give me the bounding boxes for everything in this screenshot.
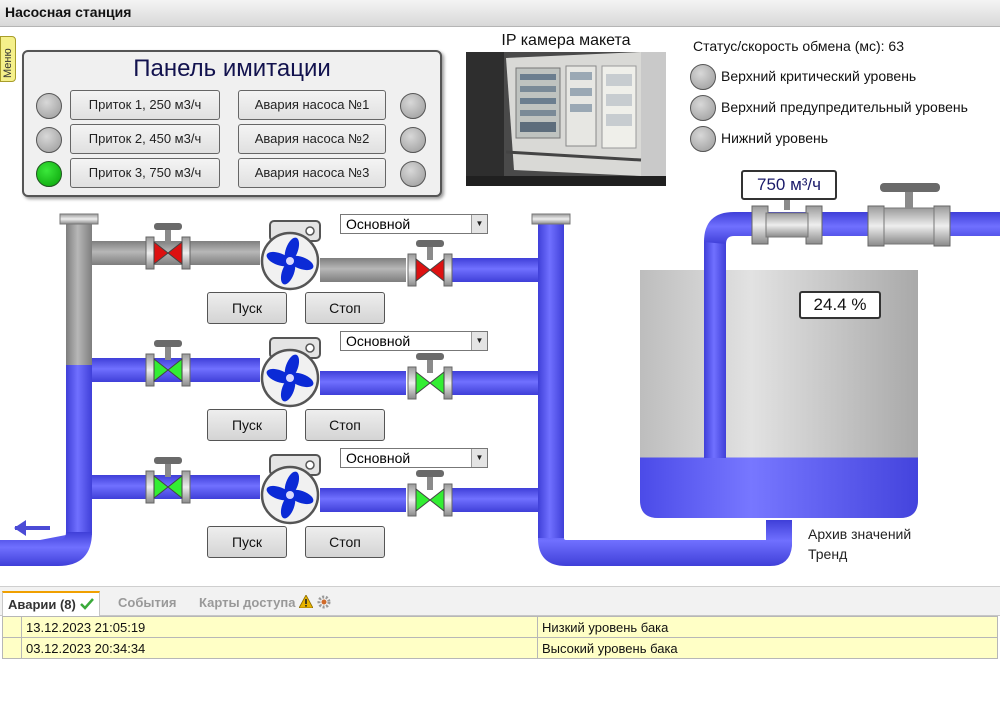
pump-impeller-icon	[266, 354, 314, 402]
alarm-time: 13.12.2023 21:05:19	[21, 616, 538, 638]
row-marker	[2, 616, 22, 638]
alarms-table: 13.12.2023 21:05:19 Низкий уровень бака …	[2, 616, 998, 659]
window-title: Насосная станция	[5, 4, 132, 20]
tab-access-cards[interactable]: Карты доступа	[194, 591, 336, 616]
flow-meter-value: 750 м³/ч	[741, 170, 837, 200]
camera-image	[466, 52, 666, 186]
exchange-status: Статус/скорость обмена (мс): 63	[693, 38, 904, 54]
pump-1-inlet-valve[interactable]	[145, 223, 191, 270]
tab-events[interactable]: События	[113, 591, 181, 616]
alarm-message: Высокий уровень бака	[537, 637, 998, 659]
upper-warning-level-label: Верхний предупредительный уровень	[721, 99, 968, 115]
inflow-2-indicator	[36, 127, 62, 153]
lower-level-indicator	[690, 126, 716, 152]
table-row[interactable]: 13.12.2023 21:05:19 Низкий уровень бака	[2, 616, 998, 638]
pump-3[interactable]	[260, 454, 321, 525]
pump-3-mode-value: Основной	[346, 450, 411, 466]
pump-2[interactable]	[260, 337, 321, 408]
pump-1-stop-button[interactable]: Стоп	[305, 292, 385, 324]
inflow-3-indicator	[36, 161, 62, 187]
tank-level-value: 24.4 %	[799, 291, 881, 319]
pump-2-stop-button[interactable]: Стоп	[305, 409, 385, 441]
menu-tab[interactable]: Меню	[0, 36, 16, 82]
flow-direction-arrow-icon	[14, 520, 26, 536]
camera-title: IP камера макета	[501, 32, 631, 49]
checkmark-icon	[79, 598, 94, 610]
tab-alarms-label: Аварии (8)	[8, 597, 76, 612]
inflow-3-button[interactable]: Приток 3, 750 м3/ч	[70, 158, 220, 188]
discharge-collector-pipe	[531, 213, 792, 566]
pump-2-mode-value: Основной	[346, 333, 411, 349]
bottom-tabs: Аварии (8) События Карты доступа	[0, 586, 1000, 616]
pump-impeller-icon	[266, 237, 314, 285]
simulation-panel-title: Панель имитации	[133, 55, 331, 82]
gear-icon	[317, 595, 331, 609]
archive-values-link[interactable]: Архив значений	[808, 526, 912, 542]
pump-1-alarm-button[interactable]: Авария насоса №1	[238, 90, 386, 120]
chevron-down-icon: ▼	[471, 332, 487, 350]
pump-2-line	[92, 358, 540, 395]
window-title-bar: Насосная станция	[0, 0, 1000, 27]
pump-1-outlet-valve[interactable]	[407, 240, 453, 287]
trend-link[interactable]: Тренд	[808, 546, 848, 562]
row-marker	[2, 637, 22, 659]
inflow-1-indicator	[36, 93, 62, 119]
upper-warning-level-indicator	[690, 95, 716, 121]
pump-2-start-button[interactable]: Пуск	[207, 409, 287, 441]
simulation-panel: Панель имитации Приток 1, 250 м3/ч Прито…	[22, 50, 442, 197]
lower-level-label: Нижний уровень	[721, 130, 829, 146]
pump-1-start-button[interactable]: Пуск	[207, 292, 287, 324]
upper-critical-level-label: Верхний критический уровень	[721, 68, 917, 84]
tab-alarms[interactable]: Аварии (8)	[2, 591, 100, 616]
pump-2-inlet-valve[interactable]	[145, 340, 191, 387]
pump-impeller-icon	[266, 471, 314, 519]
pump-2-mode-select[interactable]: Основной ▼	[340, 331, 488, 351]
outlet-valve	[867, 183, 951, 247]
flow-meter-body	[751, 196, 823, 245]
alarm-message: Низкий уровень бака	[537, 616, 998, 638]
upper-critical-level-indicator	[690, 64, 716, 90]
pump-3-stop-button[interactable]: Стоп	[305, 526, 385, 558]
pump-1[interactable]	[260, 220, 321, 291]
tab-events-label: События	[118, 595, 177, 610]
tank-water-level	[640, 457, 918, 518]
pump-1-mode-select[interactable]: Основной ▼	[340, 214, 488, 234]
chevron-down-icon: ▼	[471, 215, 487, 233]
warning-icon	[298, 594, 314, 609]
pump-3-start-button[interactable]: Пуск	[207, 526, 287, 558]
alarm-time: 03.12.2023 20:34:34	[21, 637, 538, 659]
pump-2-alarm-indicator	[400, 127, 426, 153]
pump-1-line	[92, 241, 540, 282]
pump-1-mode-value: Основной	[346, 216, 411, 232]
pump-3-alarm-indicator	[400, 161, 426, 187]
pump-3-outlet-valve[interactable]	[407, 470, 453, 517]
tab-access-cards-label: Карты доступа	[199, 595, 296, 610]
pump-3-mode-select[interactable]: Основной ▼	[340, 448, 488, 468]
camera-view[interactable]	[466, 52, 666, 186]
process-diagram	[0, 183, 1000, 566]
inflow-1-button[interactable]: Приток 1, 250 м3/ч	[70, 90, 220, 120]
inflow-2-button[interactable]: Приток 2, 450 м3/ч	[70, 124, 220, 154]
pump-2-outlet-valve[interactable]	[407, 353, 453, 400]
table-row[interactable]: 03.12.2023 20:34:34 Высокий уровень бака	[2, 637, 998, 659]
pump-1-alarm-indicator	[400, 93, 426, 119]
pump-3-inlet-valve[interactable]	[145, 457, 191, 504]
suction-collector-pipe	[0, 213, 99, 566]
pump-3-alarm-button[interactable]: Авария насоса №3	[238, 158, 386, 188]
pump-2-alarm-button[interactable]: Авария насоса №2	[238, 124, 386, 154]
chevron-down-icon: ▼	[471, 449, 487, 467]
